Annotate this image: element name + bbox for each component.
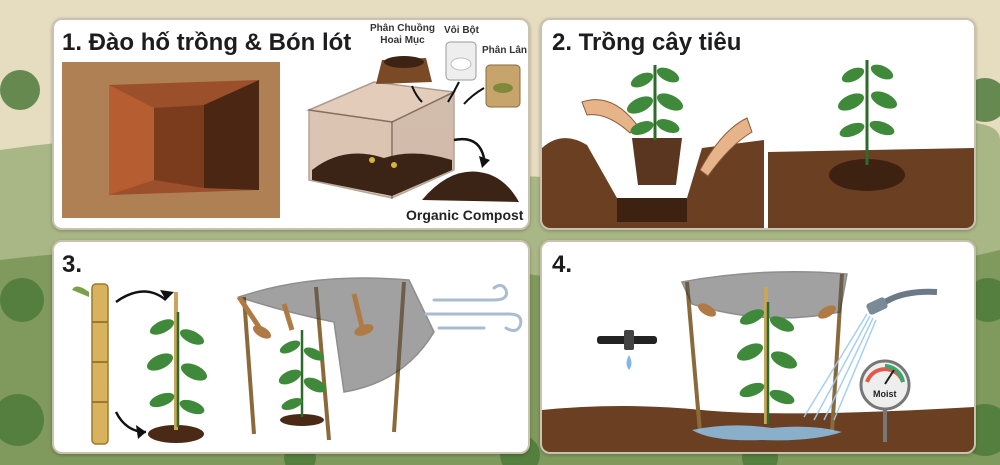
gauge-label: Moist <box>873 389 897 399</box>
pepper-plant-icon <box>146 312 208 427</box>
compost-pile-icon <box>422 137 519 202</box>
lime-label: Vôi Bột <box>444 25 479 36</box>
pit-icon <box>62 62 280 218</box>
pepper-plant-icon <box>626 65 684 140</box>
phosphate-label: Phân Lân <box>482 45 528 56</box>
panel-2-title: 2. Trồng cây tiêu <box>552 29 742 56</box>
bamboo-stake-icon <box>72 283 109 445</box>
panel-1-title: 1. Đào hố trồng & Bón lót <box>62 29 352 56</box>
panel-3-title: 3. <box>62 251 83 278</box>
lime-bag-icon <box>445 41 477 81</box>
compost-caption: Organic Compost <box>406 207 524 223</box>
wind-icon <box>424 283 523 333</box>
planting-hole-scene <box>542 65 764 228</box>
pepper-plant-icon <box>278 330 327 417</box>
moisture-gauge-icon <box>859 359 911 442</box>
manure-label: Phân Chuồng Hoai Mục <box>370 23 435 46</box>
panel-4-title: 4. <box>552 251 573 278</box>
hose-icon <box>803 288 938 421</box>
planted-seedling-scene <box>768 60 974 228</box>
manure-bag-icon <box>376 56 432 84</box>
phosphate-bag-icon <box>485 64 521 108</box>
pepper-plant-icon <box>837 60 898 165</box>
panel-1-dig-and-fertilize: 1. Đào hố trồng & Bón lót Phân Chuồng Ho… <box>52 18 530 230</box>
pepper-plant-icon <box>736 287 798 424</box>
shade-net-icon <box>236 277 435 441</box>
panel-3-support-and-shade: 3. <box>52 240 530 454</box>
staked-plant <box>146 292 208 443</box>
panel-2-planting: 2. Trồng cây tiêu <box>540 18 976 230</box>
compost-box-icon <box>306 81 457 200</box>
drip-pipe-icon <box>597 330 657 370</box>
panel-4-watering: 4. Moist <box>540 240 976 454</box>
